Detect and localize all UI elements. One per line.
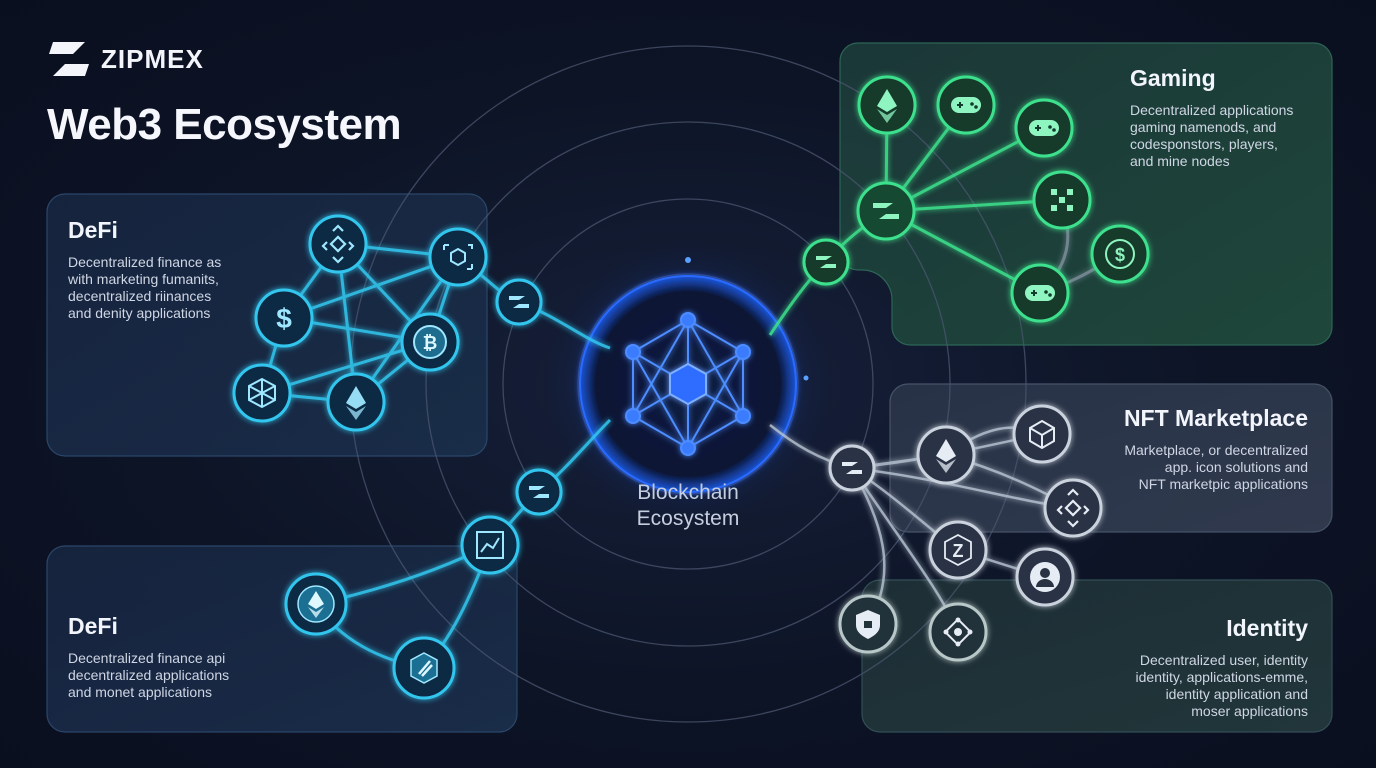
gaming-title: Gaming xyxy=(1130,65,1216,91)
pixel-grid-icon[interactable] xyxy=(1032,170,1092,230)
svg-text:$: $ xyxy=(1115,245,1125,265)
ethereum-icon[interactable] xyxy=(857,75,917,135)
brand[interactable]: ZIPMEX xyxy=(47,40,204,78)
gaming-text: Gaming Decentralized applications gaming… xyxy=(1130,64,1326,170)
brand-name: ZIPMEX xyxy=(101,43,204,74)
bitcoin-icon[interactable]: ₿ xyxy=(400,312,460,372)
cube-icon[interactable] xyxy=(232,363,292,423)
defi-top-line: Decentralized finance as xyxy=(68,254,222,270)
center-label: Blockchain Ecosystem xyxy=(588,480,788,532)
gaming-line: and mine nodes xyxy=(1130,153,1230,169)
defi-bottom-line: decentralized applications xyxy=(68,667,230,683)
defi-top-line: with marketing fumanits, xyxy=(68,271,219,287)
box-icon[interactable] xyxy=(1012,404,1072,464)
identity-line: identity, applications-emme, xyxy=(1135,669,1308,685)
zipmex-node-icon[interactable] xyxy=(495,278,543,326)
chip-network-icon[interactable] xyxy=(428,227,488,287)
zipmex-node-icon[interactable] xyxy=(802,238,850,286)
svg-text:Z: Z xyxy=(953,541,964,561)
gamepad-icon[interactable] xyxy=(1014,98,1074,158)
identity-text: Identity Decentralized user, identity id… xyxy=(1080,614,1308,720)
spark-dot xyxy=(685,257,691,263)
nft-identity-nodes: Z xyxy=(828,404,1103,662)
defi-bottom-line: and monet applications xyxy=(68,684,212,700)
defi-top-title: DeFi xyxy=(68,217,118,243)
identity-line: moser applications xyxy=(1191,703,1308,719)
identity-line: Decentralized user, identity xyxy=(1139,652,1308,668)
ethereum-icon[interactable] xyxy=(916,425,976,485)
nft-line: NFT marketpic applications xyxy=(1138,476,1308,492)
page-title: Web3 Ecosystem xyxy=(47,100,402,149)
identity-title: Identity xyxy=(1226,615,1308,641)
svg-text:$: $ xyxy=(276,303,292,334)
coin-icon[interactable]: $ xyxy=(1090,224,1150,284)
network-node-icon[interactable] xyxy=(928,602,988,662)
defi-bottom-text: DeFi Decentralized finance api decentral… xyxy=(68,612,328,701)
defi-top-line: and denity applications xyxy=(68,305,211,321)
cube-network-icon xyxy=(625,312,751,456)
zcash-icon[interactable]: Z xyxy=(928,520,988,580)
gamepad-icon[interactable] xyxy=(936,75,996,135)
zipmex-node-icon[interactable] xyxy=(515,468,563,516)
defi-top-nodes: $ ₿ xyxy=(232,214,543,432)
defi-bottom-nodes xyxy=(284,468,563,700)
gaming-line: codesponstors, players, xyxy=(1130,136,1278,152)
nft-line: Marketplace, or decentralized xyxy=(1124,442,1308,458)
nft-text: NFT Marketplace Marketplace, or decentra… xyxy=(1080,404,1308,493)
svg-text:₿: ₿ xyxy=(423,333,438,353)
nft-title: NFT Marketplace xyxy=(1123,405,1308,431)
ethereum-icon[interactable] xyxy=(326,372,386,432)
zipmex-hub-icon[interactable] xyxy=(856,181,916,241)
zipmex-node-icon[interactable] xyxy=(828,444,876,492)
zipmex-logo-icon xyxy=(49,42,89,76)
defi-top-text: DeFi Decentralized finance as with marke… xyxy=(68,216,328,322)
shield-icon[interactable] xyxy=(838,594,898,654)
gaming-line: Decentralized applications xyxy=(1130,102,1294,118)
gaming-line: gaming namenods, and xyxy=(1130,119,1277,135)
spark-dot xyxy=(803,375,809,381)
dollar-icon[interactable]: $ xyxy=(254,288,314,348)
identity-line: identity application and xyxy=(1165,686,1308,702)
gamepad-icon[interactable] xyxy=(1010,263,1070,323)
user-icon[interactable] xyxy=(1015,547,1075,607)
chart-icon[interactable] xyxy=(460,515,520,575)
defi-bottom-line: Decentralized finance api xyxy=(68,650,226,666)
ethereum-icon[interactable] xyxy=(284,572,348,636)
center-label-line: Ecosystem xyxy=(636,507,740,530)
shield-token-icon[interactable] xyxy=(392,636,456,700)
binance-icon[interactable] xyxy=(308,214,368,274)
nft-line: app. icon solutions and xyxy=(1164,459,1308,475)
defi-bottom-title: DeFi xyxy=(68,613,118,639)
gaming-nodes: $ xyxy=(802,75,1150,323)
binance-icon[interactable] xyxy=(1043,478,1103,538)
center-label-line: Blockchain xyxy=(637,481,739,504)
defi-top-line: decentralized riinances xyxy=(68,288,212,304)
